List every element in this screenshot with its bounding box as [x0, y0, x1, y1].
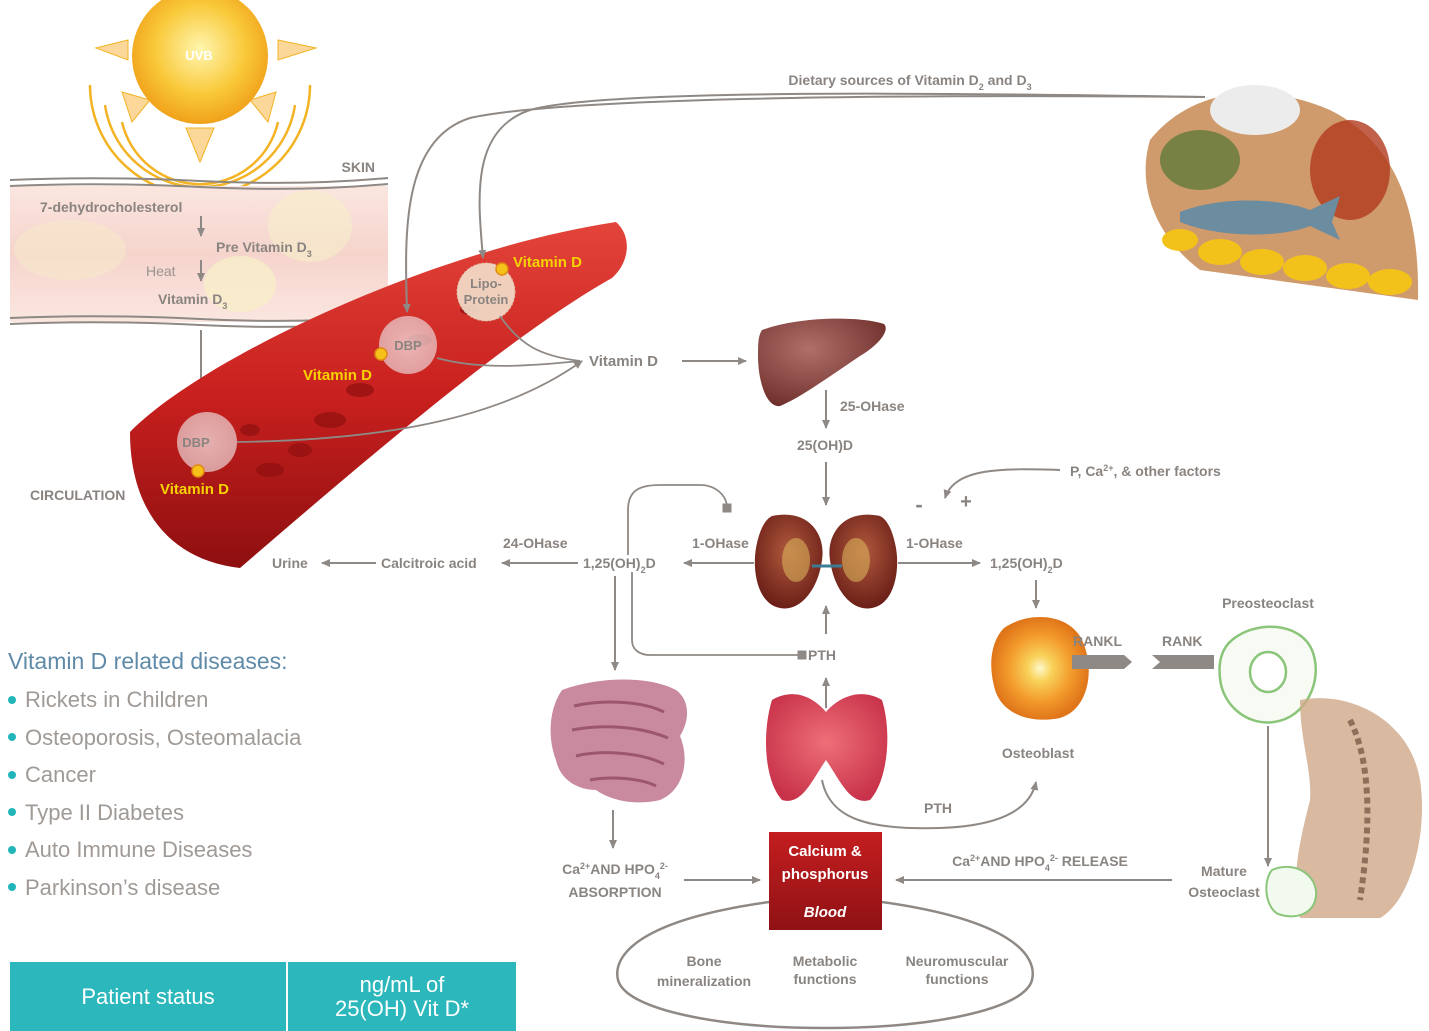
liver-icon — [758, 318, 886, 407]
uvb-label: UVB — [185, 48, 212, 63]
dbp-lower-to-vitd-arrow — [236, 360, 583, 443]
blood-label-1: Calcium & — [788, 843, 862, 860]
neuromuscular-function-label-1: Neuromuscular — [906, 953, 1009, 969]
ohase25-label: 25-OHase — [840, 398, 905, 414]
lipoprotein-label-2: Protein — [464, 292, 509, 307]
factors-to-1ohase-arrow — [943, 468, 1061, 499]
metabolic-function-label-1: Metabolic — [793, 953, 858, 969]
dehydrocholesterol-label: 7-dehydrocholesterol — [40, 199, 182, 215]
vitamin-d-pathway-label: Vitamin D — [589, 353, 658, 370]
preosteoclast-label: Preosteoclast — [1222, 595, 1314, 611]
rankl-arrow — [1072, 655, 1132, 669]
skin-layer — [9, 177, 389, 328]
bullet-icon — [8, 770, 16, 779]
dbp-lower-label: DBP — [182, 435, 210, 450]
disease-item: Osteoporosis, Osteomalacia — [8, 719, 428, 757]
vitamin-d-molecule-icon — [191, 464, 205, 478]
bullet-icon — [8, 695, 16, 704]
kidney-icon — [754, 514, 898, 609]
plus-sign: + — [960, 491, 972, 513]
diet-to-lipoprotein-arrow — [478, 92, 1206, 259]
release-label: Ca2+AND HPO42- RELEASE — [952, 853, 1128, 873]
mature-osteoclast-label-2: Osteoclast — [1188, 884, 1260, 900]
disease-item: Cancer — [8, 756, 428, 794]
spine-body-image — [1295, 698, 1423, 918]
dietary-sources-label: Dietary sources of Vitamin D2 and D3 — [788, 72, 1031, 92]
dbp-circle-upper — [379, 316, 437, 374]
lipoprotein-circle — [456, 262, 516, 322]
rankl-label: RANKL — [1073, 633, 1122, 649]
vitamin-d-molecule-icon — [374, 347, 388, 361]
dietary-food-image — [1145, 85, 1419, 300]
dbp-upper-label: DBP — [394, 338, 422, 353]
circulation-label: CIRCULATION — [30, 487, 125, 503]
sun-icon — [88, 0, 318, 197]
disease-item: Auto Immune Diseases — [8, 831, 428, 869]
bone-function-label-1: Bone — [687, 953, 722, 969]
p-factors-label: P, Ca2+, & other factors — [1070, 463, 1221, 479]
bullet-icon — [8, 883, 16, 892]
neuromuscular-function-label-2: functions — [926, 971, 989, 987]
dbp-to-vitd-line — [436, 357, 581, 367]
functions-ellipse — [616, 900, 1034, 1030]
bullet-icon — [8, 845, 16, 854]
ohd25-label: 25(OH)D — [797, 437, 853, 453]
absorption-label-1: Ca2+AND HPO42- — [562, 861, 668, 881]
d125-right-label: 1,25(OH)2D — [990, 555, 1063, 575]
parathyroid-gland-icon — [766, 694, 888, 801]
heat-label: Heat — [146, 263, 176, 279]
ohase1-left-label: 1-OHase — [692, 535, 749, 551]
diseases-list: Vitamin D related diseases: Rickets in C… — [8, 648, 428, 906]
dbp-circle-lower — [177, 412, 237, 472]
diseases-title: Vitamin D related diseases: — [8, 648, 288, 674]
lipoprotein-label-1: Lipo- — [470, 276, 502, 291]
pth-lower-label: PTH — [924, 800, 952, 816]
osteoblast-label: Osteoblast — [1002, 745, 1075, 761]
blood-label-2: phosphorus — [782, 866, 869, 883]
ohase24-label: 24-OHase — [503, 535, 568, 551]
rank-arrow — [1152, 655, 1214, 669]
vitamin-d-lower-label: Vitamin D — [160, 481, 229, 498]
vitamin-d-molecule-icon — [495, 262, 509, 276]
skin-label: SKIN — [342, 159, 375, 175]
preosteoclast-cell-icon — [1218, 625, 1317, 724]
blood-label-3: Blood — [804, 904, 847, 921]
urine-label: Urine — [272, 555, 308, 571]
disease-item: Type II Diabetes — [8, 794, 428, 832]
bullet-icon — [8, 733, 16, 742]
rank-label: RANK — [1162, 633, 1202, 649]
absorption-label-2: ABSORPTION — [568, 884, 661, 900]
mature-osteoclast-label-1: Mature — [1201, 863, 1247, 879]
ohase1-right-label: 1-OHase — [906, 535, 963, 551]
intestine-icon — [550, 679, 688, 803]
125d-to-pth-inhibition — [631, 572, 807, 660]
d125-left-label: 1,25(OH)2D — [583, 555, 656, 575]
feedback-inhibition-loop — [627, 484, 732, 555]
pth-upper-label: PTH — [808, 647, 836, 663]
pth-to-osteoblast-arrow — [821, 779, 1039, 830]
osteoblast-cell-icon — [991, 616, 1089, 720]
bullet-icon — [8, 808, 16, 817]
minus-sign: - — [915, 492, 922, 517]
lipo-to-vitd-line — [499, 315, 581, 362]
bone-function-label-2: mineralization — [657, 973, 751, 989]
calcitroic-label: Calcitroic acid — [381, 555, 477, 571]
vitamin-d-middle-label: Vitamin D — [303, 367, 372, 384]
vitamin-d3-skin-label: Vitamin D3 — [158, 291, 227, 311]
disease-item: Rickets in Children — [8, 681, 428, 719]
diet-to-dbp-arrow — [402, 95, 1206, 313]
metabolic-function-label-2: functions — [794, 971, 857, 987]
patient-status-header: Patient status — [10, 962, 288, 1031]
pre-vitamin-d3-label: Pre Vitamin D3 — [216, 239, 312, 259]
disease-item: Parkinson’s disease — [8, 869, 428, 907]
vitamin-d-upper-label: Vitamin D — [513, 254, 582, 271]
calcium-phosphorus-blood-box — [769, 832, 882, 930]
mature-osteoclast-cell-icon — [1265, 865, 1318, 918]
